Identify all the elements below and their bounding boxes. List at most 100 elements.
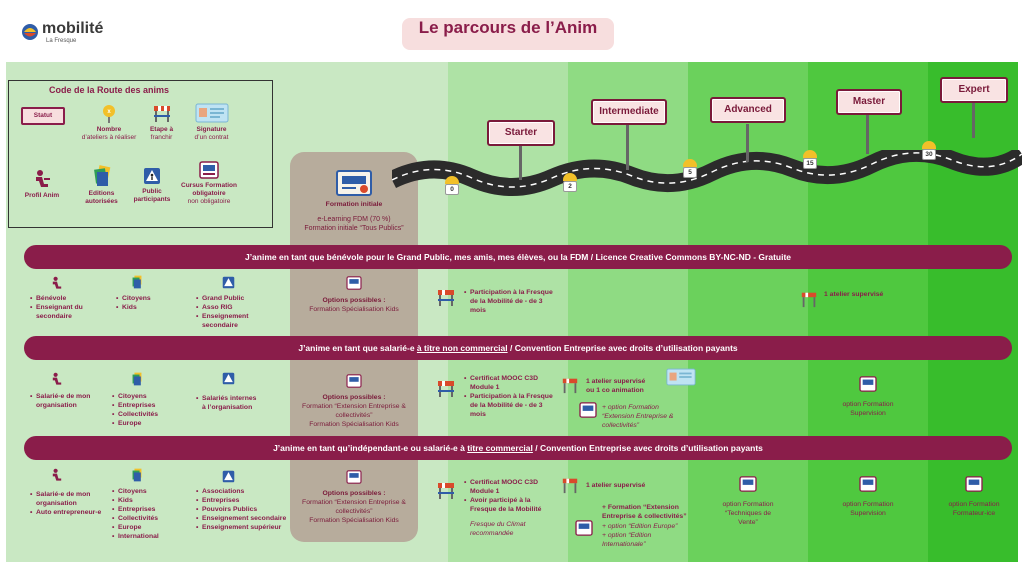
list-item: Salariés internes à l’organisation <box>196 394 258 412</box>
legend-public: Public participants <box>127 167 177 204</box>
master-line: Supervision <box>850 410 886 417</box>
legend-editions-l1: Editions <box>88 190 115 197</box>
formation-title: Formation initiale <box>290 200 418 209</box>
inter-option-line: + option “Edition Europe” <box>602 523 678 530</box>
legend-signature-l1: Signature <box>196 126 227 133</box>
banner-text: J’anime en tant qu’indépendant-e ou sala… <box>273 443 468 453</box>
crosswalk-sign-icon <box>222 276 235 289</box>
list-item: Entreprises <box>112 401 172 410</box>
master-line: option Formation <box>842 401 894 408</box>
options-text: collectivités” <box>335 508 373 515</box>
milestone-5: 5 <box>683 167 697 178</box>
row1-starter: Participation à la Fresque de la Mobilit… <box>464 288 556 315</box>
row3-starter: Certificat MOOC C3D Module 1 Avoir parti… <box>464 478 556 514</box>
crosswalk-sign-icon <box>144 168 160 184</box>
options-heading: Options possibles : <box>322 490 386 497</box>
banner-benevole: J’anime en tant que bénévole pour le Gra… <box>24 245 1012 269</box>
expert-line: Formateur-ice <box>952 510 996 517</box>
contract-card-icon <box>666 368 696 386</box>
row2-master: option Formation Supervision <box>828 400 908 418</box>
list-item: Salarié-e de mon organisation <box>30 392 102 410</box>
options-heading: Options possibles : <box>322 394 386 401</box>
banner-underline: titre commercial <box>467 443 533 453</box>
legend-title: Code de la Route des anims <box>49 85 170 95</box>
formation-certificate-icon <box>336 170 372 196</box>
banner-commercial: J’anime en tant qu’indépendant-e ou sala… <box>24 436 1012 460</box>
inter-formation-line: Entreprise & collectivités” <box>602 513 687 520</box>
barrier-icon <box>153 106 170 122</box>
legend-cursus-sub: non obligatoire <box>187 198 231 205</box>
banner-non-commercial: J’anime en tant que salarié-e à titre no… <box>24 336 1012 360</box>
page-title: Le parcours de l’Anim <box>402 18 614 50</box>
profile-anim-icon <box>52 468 62 481</box>
list-item: Certificat MOOC C3D Module 1 <box>464 374 556 392</box>
advanced-pole <box>746 124 749 162</box>
banner-text: / Convention Entreprise avec droits d’ut… <box>532 443 763 453</box>
legend-statut-sign: Statut <box>21 107 65 125</box>
starter-note-line: recommandée <box>470 530 514 537</box>
inter-option-line: “Extension Entreprise & <box>602 413 674 420</box>
legend-cursus: Cursus Formation obligatoire non obligat… <box>174 161 244 206</box>
list-item: Citoyens <box>116 294 176 303</box>
milestone-cap <box>563 173 577 181</box>
list-item: Bénévole <box>30 294 100 303</box>
options-text: Formation “Extension Entreprise & <box>302 403 406 410</box>
master-pole <box>866 114 869 154</box>
profile-anim-icon <box>52 372 62 385</box>
row3-inter-formation: + Formation “Extension Entreprise & coll… <box>602 503 692 521</box>
legend-nombre-l2: d’ateliers à réaliser <box>81 134 137 141</box>
barrier-icon <box>562 378 578 394</box>
row1-master: 1 atelier supervisé <box>824 291 884 298</box>
certificate-icon <box>859 476 877 492</box>
row2-inter-option: + option Formation “Extension Entreprise… <box>602 403 686 430</box>
banner-underline: à titre non commercial <box>416 343 508 353</box>
intermediate-pole <box>626 124 629 170</box>
inter-option-line: + option Formation <box>602 404 659 411</box>
list-item: Certificat MOOC C3D Module 1 <box>464 478 556 496</box>
inter-option-line: Internationale” <box>602 541 646 548</box>
level-sign-starter: Starter <box>487 120 555 146</box>
level-sign-master: Master <box>836 89 902 115</box>
legend-etape: Etape à franchir <box>139 103 184 142</box>
inter-formation-line: + Formation “Extension <box>602 504 679 511</box>
formation-text: Formation initiale e-Learning FDM (70 %)… <box>290 200 418 233</box>
list-item: Associations <box>196 487 290 496</box>
inter-line: 1 atelier supervisé <box>586 378 646 385</box>
certificate-icon <box>575 520 593 536</box>
legend-cursus-l1: Cursus Formation <box>181 182 237 189</box>
list-item: Asso RIG <box>196 303 266 312</box>
row2-public-list: Salariés internes à l’organisation <box>196 394 258 412</box>
row2-options: Options possibles : Formation “Extension… <box>290 393 418 429</box>
list-item: Auto entrepreneur-e <box>30 508 102 517</box>
barrier-icon <box>438 290 454 306</box>
legend-nombre: x Nombre d’ateliers à réaliser <box>79 103 139 142</box>
options-text: Formation Spécialisation Kids <box>309 306 399 313</box>
row3-options: Options possibles : Formation “Extension… <box>290 489 418 525</box>
list-item: Grand Public <box>196 294 266 303</box>
crosswalk-sign-icon <box>222 470 235 483</box>
options-text: collectivités” <box>335 412 373 419</box>
milestone-cap <box>683 159 697 167</box>
milestone-15: 15 <box>803 158 817 169</box>
certificate-icon <box>346 374 362 388</box>
logo-word: mobilité <box>42 20 104 37</box>
banner-text: J’anime en tant que salarié-e <box>298 343 417 353</box>
list-item: Entreprises <box>112 505 172 514</box>
list-item: Kids <box>112 496 172 505</box>
editions-stack-icon <box>132 275 142 289</box>
list-item: Europe <box>112 419 172 428</box>
legend-public-l1: Public <box>142 188 162 195</box>
options-text: Formation Spécialisation Kids <box>309 517 399 524</box>
workshop-count-icon: x <box>103 105 115 123</box>
certificate-icon <box>965 476 983 492</box>
logo-sub: La Fresque <box>46 38 77 44</box>
list-item: Pouvoirs Publics <box>196 505 290 514</box>
logo-mark-icon <box>22 24 38 40</box>
legend-profil-label: Profil Anim <box>24 192 60 199</box>
inter-option-line: + option “Edition <box>602 532 652 539</box>
legend-cursus-l2: obligatoire <box>192 190 226 197</box>
advanced-line: option Formation <box>722 501 774 508</box>
expert-line: option Formation <box>948 501 1000 508</box>
row1-editions-list: Citoyens Kids <box>116 294 176 312</box>
